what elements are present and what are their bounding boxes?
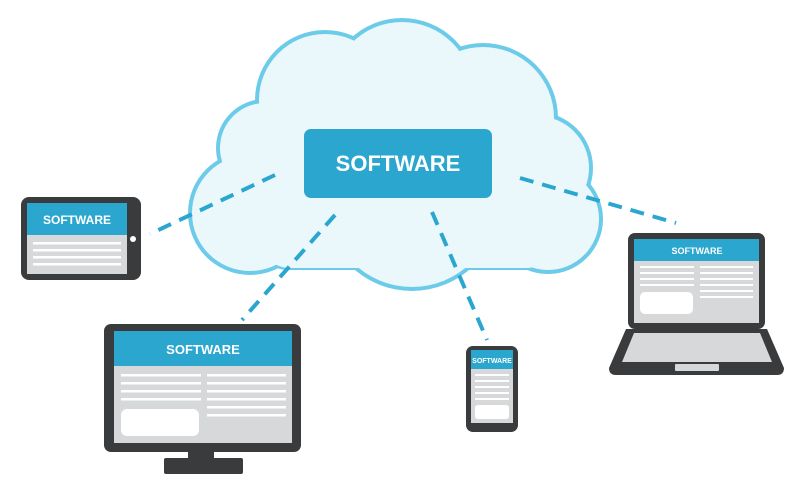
connector-monitor <box>240 213 337 322</box>
tablet-home-button-icon <box>130 236 136 242</box>
monitor-software-label: SOFTWARE <box>166 342 240 357</box>
connector-phone <box>430 211 489 341</box>
phone-device: SOFTWARE <box>466 346 518 432</box>
connectors <box>149 173 677 341</box>
tablet-software-label: SOFTWARE <box>43 213 111 227</box>
tablet-device: SOFTWARE <box>21 197 141 280</box>
laptop-keyboard-area <box>622 333 772 362</box>
laptop-device: SOFTWARE <box>609 233 784 375</box>
cloud-software-box: SOFTWARE <box>304 129 492 198</box>
connector-laptop <box>519 176 677 225</box>
monitor-device: SOFTWARE <box>104 324 301 474</box>
connector-tablet <box>149 173 276 236</box>
laptop-touchpad <box>675 364 719 371</box>
cloud-software-label: SOFTWARE <box>336 151 461 176</box>
phone-software-label: SOFTWARE <box>472 358 512 365</box>
laptop-software-label: SOFTWARE <box>672 246 723 256</box>
